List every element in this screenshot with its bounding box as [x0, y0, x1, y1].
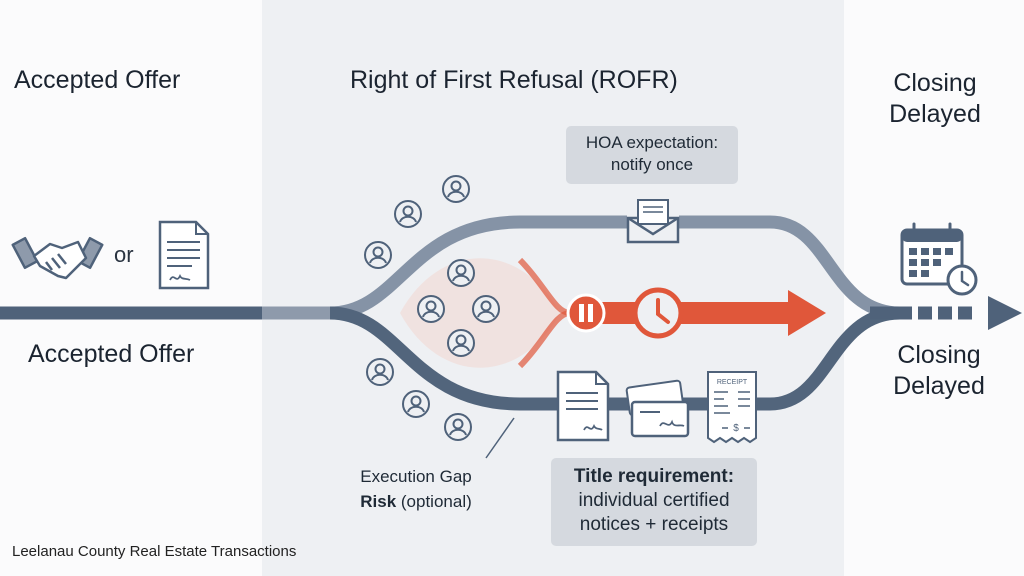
closing-bottom-line1: Closing	[897, 341, 981, 369]
pause-icon	[566, 293, 606, 333]
execution-gap-line1: Execution Gap	[360, 467, 472, 486]
closing-top-line2: Delayed	[889, 100, 981, 128]
footer-caption: Leelanau County Real Estate Transactions	[12, 543, 297, 560]
execution-gap-optional: (optional)	[396, 492, 472, 511]
title-callout-line3: notices + receipts	[579, 514, 729, 535]
execution-gap-line2: Risk (optional)	[346, 489, 486, 514]
rofr-title: Right of First Refusal (ROFR)	[350, 66, 678, 94]
handshake-icon	[11, 236, 104, 280]
upper-branch-track	[329, 215, 901, 320]
certified-notice-icon	[556, 370, 610, 442]
accepted-offer-heading-bottom: Accepted Offer	[28, 340, 195, 368]
hoa-callout-line2: notify once	[610, 155, 694, 174]
hoa-expectation-callout: HOA expectation: notify once	[566, 126, 738, 184]
lower-branch-track	[329, 306, 901, 411]
title-requirement-callout: Title requirement: individual certified …	[551, 458, 757, 546]
receipt-amount: $	[733, 423, 739, 434]
delay-arrow	[517, 257, 826, 369]
envelope-icon	[626, 198, 680, 244]
closing-bottom-line2: Delayed	[893, 372, 985, 400]
receipt-header: RECEIPT	[717, 379, 748, 386]
document-icon	[158, 220, 210, 290]
accepted-offer-heading-top: Accepted Offer	[14, 66, 181, 94]
execution-gap-leader	[485, 417, 515, 459]
title-callout-line1: Title requirement:	[573, 466, 735, 487]
right-panel	[844, 0, 1024, 576]
execution-gap-risk: Risk	[360, 492, 397, 511]
execution-gap-label: Execution Gap Risk (optional)	[346, 464, 486, 514]
receipt-icon: RECEIPT $	[707, 371, 757, 444]
clock-icon	[632, 287, 684, 339]
closing-delayed-heading-top: Closing Delayed	[870, 68, 1000, 130]
check-icon	[625, 379, 690, 438]
closing-delayed-heading-bottom: Closing Delayed	[874, 340, 1004, 402]
left-panel	[0, 0, 262, 576]
closing-top-line1: Closing	[893, 69, 977, 97]
or-label: or	[114, 242, 134, 267]
owner-person-icons	[364, 175, 500, 441]
exit-track	[870, 296, 1022, 330]
calendar-clock-icon	[900, 222, 978, 296]
title-callout-line2: individual certified	[578, 490, 730, 511]
hoa-callout-line1: HOA expectation:	[585, 133, 719, 152]
